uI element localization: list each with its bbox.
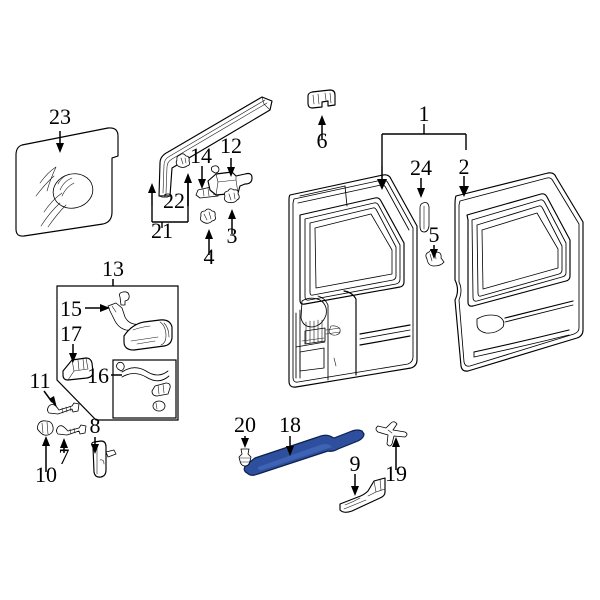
leader-11 <box>43 390 57 408</box>
part-13-detail-box <box>56 285 179 421</box>
part-21-upper-rail <box>158 96 273 198</box>
leader-19 <box>392 437 400 470</box>
part-7-bolt-short <box>56 424 87 436</box>
leader-10 <box>42 436 50 472</box>
callout-label-8: 8 <box>90 413 101 438</box>
part-4-retainer-clip-lower <box>199 208 216 224</box>
callout-label-15: 15 <box>60 296 82 321</box>
part-22-rail-end-clip <box>175 153 191 168</box>
leader-18 <box>286 436 294 456</box>
part-23-door-trim-panel <box>15 127 119 237</box>
leader-24 <box>417 178 425 198</box>
callout-label-11: 11 <box>29 368 50 393</box>
callout-label-13: 13 <box>102 256 124 281</box>
leader-14 <box>198 166 206 189</box>
part-24-door-edge-protector <box>419 202 430 233</box>
callout-label-23: 23 <box>49 104 71 129</box>
part-10-cap-nut <box>36 420 54 436</box>
callout-label-10: 10 <box>35 462 57 487</box>
callout-label-21: 21 <box>151 218 173 243</box>
leader-7 <box>60 438 68 453</box>
part-15-center-roller-arm <box>107 291 173 351</box>
callout-label-3: 3 <box>227 223 238 248</box>
leader-1 <box>377 124 467 190</box>
callout-label-22: 22 <box>163 188 185 213</box>
part-5-grommet-plug <box>425 249 445 267</box>
leader-5 <box>430 245 438 259</box>
part-19-retainer-bracket-small <box>375 421 408 447</box>
leader-3 <box>228 209 236 234</box>
part-1-door-inner-panel-left <box>288 174 418 388</box>
callout-label-6: 6 <box>317 128 328 153</box>
leader-8 <box>91 437 99 454</box>
callout-label-18: 18 <box>279 412 301 437</box>
part-16-cable-assembly-inset <box>112 359 177 419</box>
part-12-upper-hinge-bracket <box>207 165 253 196</box>
part-18-door-lower-molding[interactable] <box>243 429 365 476</box>
leader-23 <box>56 131 64 153</box>
part-11-bolt-long <box>47 402 80 415</box>
callout-label-9: 9 <box>350 451 361 476</box>
callout-label-4: 4 <box>204 244 215 269</box>
part-20-molding-clip <box>238 448 252 467</box>
leader-20 <box>241 436 249 448</box>
callout-label-5: 5 <box>429 222 440 247</box>
callout-label-2: 2 <box>459 154 470 179</box>
leader-4 <box>205 229 213 255</box>
callout-label-24: 24 <box>410 155 432 180</box>
callout-label-20: 20 <box>234 412 256 437</box>
leader-15 <box>85 304 110 312</box>
part-2-door-outer-panel-right <box>454 172 584 372</box>
part-17-roller-stop-block <box>62 357 94 381</box>
callout-label-16: 16 <box>87 363 109 388</box>
callout-label-1: 1 <box>419 101 430 126</box>
part-9-lower-roller-bracket <box>339 477 386 513</box>
callout-label-7: 7 <box>59 444 70 469</box>
callout-label-17: 17 <box>60 321 82 346</box>
leader-9 <box>351 474 359 496</box>
part-3-retainer-clip-upper <box>223 188 240 204</box>
part-6-bracket-cap <box>307 89 336 109</box>
callout-label-19: 19 <box>385 461 407 486</box>
leader-17 <box>69 344 77 363</box>
callout-label-12: 12 <box>220 133 242 158</box>
leader-2 <box>459 176 469 197</box>
callout-label-14: 14 <box>190 143 212 168</box>
leader-12 <box>227 158 235 177</box>
leader-6 <box>318 115 326 139</box>
